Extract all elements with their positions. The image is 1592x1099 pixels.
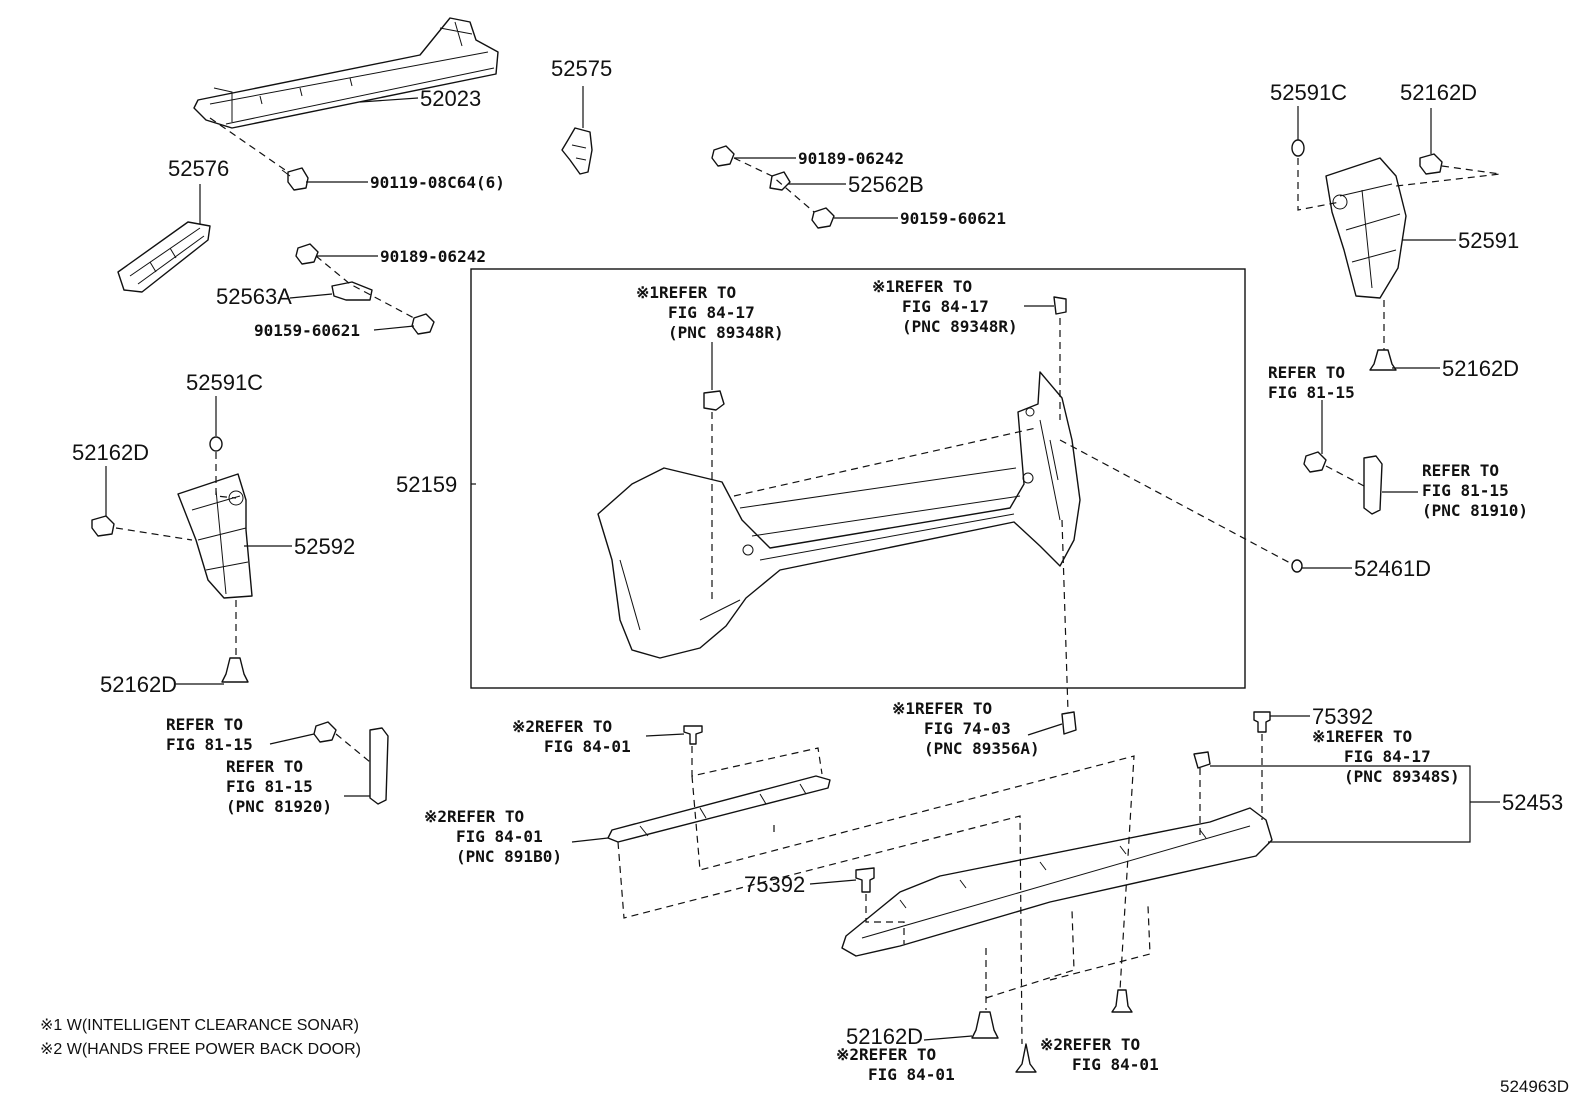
label-52023: 52023	[420, 86, 481, 111]
label-90189-upper: 90189-06242	[798, 149, 904, 168]
label-90159-lower: 90159-60621	[254, 321, 360, 340]
ref-84-17-89348R-left: ※1REFER TO FIG 84-17 (PNC 89348R)	[636, 283, 784, 342]
side-bracket-52592	[177, 473, 253, 599]
label-52562B: 52562B	[848, 172, 924, 197]
diagram-code: 524963D	[1500, 1077, 1569, 1096]
label-52591C-left: 52591C	[186, 370, 263, 395]
ref-81-15-left-bolt: REFER TO FIG 81-15	[166, 715, 253, 754]
clip-75392-right	[1253, 711, 1271, 733]
ref-74-03-89356A: ※1REFER TO FIG 74-03 (PNC 89356A)	[892, 699, 1040, 758]
fastener-84-01-top	[683, 725, 703, 745]
ref-84-01-bottom-left: ※2REFER TO FIG 84-01	[836, 1045, 955, 1084]
ref-81-15-81910: REFER TO FIG 81-15 (PNC 81910)	[1422, 461, 1528, 520]
label-90189-lower: 90189-06242	[380, 247, 486, 266]
bolt-reflector-right	[1303, 451, 1327, 473]
leader-lines	[105, 86, 1500, 1041]
ref-84-01-bottom-right: ※2REFER TO FIG 84-01	[1040, 1035, 1159, 1074]
ref-81-15-81920: REFER TO FIG 81-15 (PNC 81920)	[226, 757, 332, 816]
ref-84-17-89348R-right: ※1REFER TO FIG 84-17 (PNC 89348R)	[872, 277, 1018, 336]
clip-52162D-left-bottom	[221, 657, 249, 683]
clip-75392-left	[855, 867, 875, 893]
bracket-52562B	[769, 171, 791, 191]
bracket-52575	[561, 127, 593, 175]
ref-84-17-89348S: ※1REFER TO FIG 84-17 (PNC 89348S)	[1312, 727, 1460, 786]
clip-52162D-left	[91, 515, 115, 537]
bolt-90159-upper	[811, 207, 835, 229]
part-52461D	[1291, 559, 1303, 573]
reflector-left	[369, 727, 389, 805]
bracket-52563A	[331, 281, 373, 301]
ref-84-01-top: ※2REFER TO FIG 84-01	[512, 717, 631, 756]
nut-52591C-left	[209, 436, 223, 452]
label-75392-left: 75392	[744, 872, 805, 897]
clip-52162D-right-top	[1419, 153, 1443, 175]
footnote-2: ※2 W(HANDS FREE POWER BACK DOOR)	[40, 1041, 361, 1058]
bolt-90159-lower	[411, 313, 435, 335]
label-52159: 52159	[396, 472, 457, 497]
footnote-1: ※1 W(INTELLIGENT CLEARANCE SONAR)	[40, 1017, 359, 1034]
label-52592: 52592	[294, 534, 355, 559]
label-52461D: 52461D	[1354, 556, 1431, 581]
reinforcement-beam-52023	[193, 17, 499, 129]
bumper-cover-52159	[597, 371, 1081, 659]
clip-52162D-right-bottom	[1369, 349, 1397, 371]
sensor-holder-89348R-left	[703, 390, 725, 411]
label-52575: 52575	[551, 56, 612, 81]
side-bracket-52591	[1325, 157, 1407, 299]
label-52591: 52591	[1458, 228, 1519, 253]
label-52162D-bottom: 52162D	[846, 1024, 923, 1049]
ref-84-01-891B0: ※2REFER TO FIG 84-01 (PNC 891B0)	[424, 807, 562, 866]
label-75392-right: 75392	[1312, 704, 1373, 729]
sensor-holder-89348S	[1193, 751, 1211, 769]
reflector-right	[1363, 455, 1383, 515]
retainer-52576	[117, 221, 211, 293]
part-89356A	[1061, 711, 1077, 735]
label-52162D-right-top: 52162D	[1400, 80, 1477, 105]
lower-garnish-52453	[841, 807, 1273, 957]
assembly-lines	[115, 117, 1501, 1045]
label-52576: 52576	[168, 156, 229, 181]
label-52162D-left: 52162D	[72, 440, 149, 465]
clip-90189-lower	[295, 243, 319, 265]
label-52453: 52453	[1502, 790, 1563, 815]
bracket-891B0	[607, 775, 831, 843]
screw-84-01-bottom-left	[1015, 1043, 1037, 1073]
label-90159-upper: 90159-60621	[900, 209, 1006, 228]
label-90119: 90119-08C64(6)	[370, 173, 505, 192]
bumper-cover-group-box	[470, 268, 1246, 689]
ref-81-15-right-bolt: REFER TO FIG 81-15	[1268, 363, 1355, 402]
label-52162D-right-bottom: 52162D	[1442, 356, 1519, 381]
clip-90189-upper	[711, 145, 735, 167]
nut-52591C-right	[1291, 139, 1305, 157]
label-52591C-right: 52591C	[1270, 80, 1347, 105]
bolt-90119	[281, 167, 309, 191]
screw-84-01-bottom-right	[1111, 989, 1133, 1013]
label-52563A: 52563A	[216, 284, 292, 309]
bolt-reflector-left	[313, 721, 337, 743]
sensor-holder-89348R-right	[1053, 296, 1067, 315]
label-52162D-left-bottom: 52162D	[100, 672, 177, 697]
clip-52162D-bottom	[971, 1011, 999, 1039]
